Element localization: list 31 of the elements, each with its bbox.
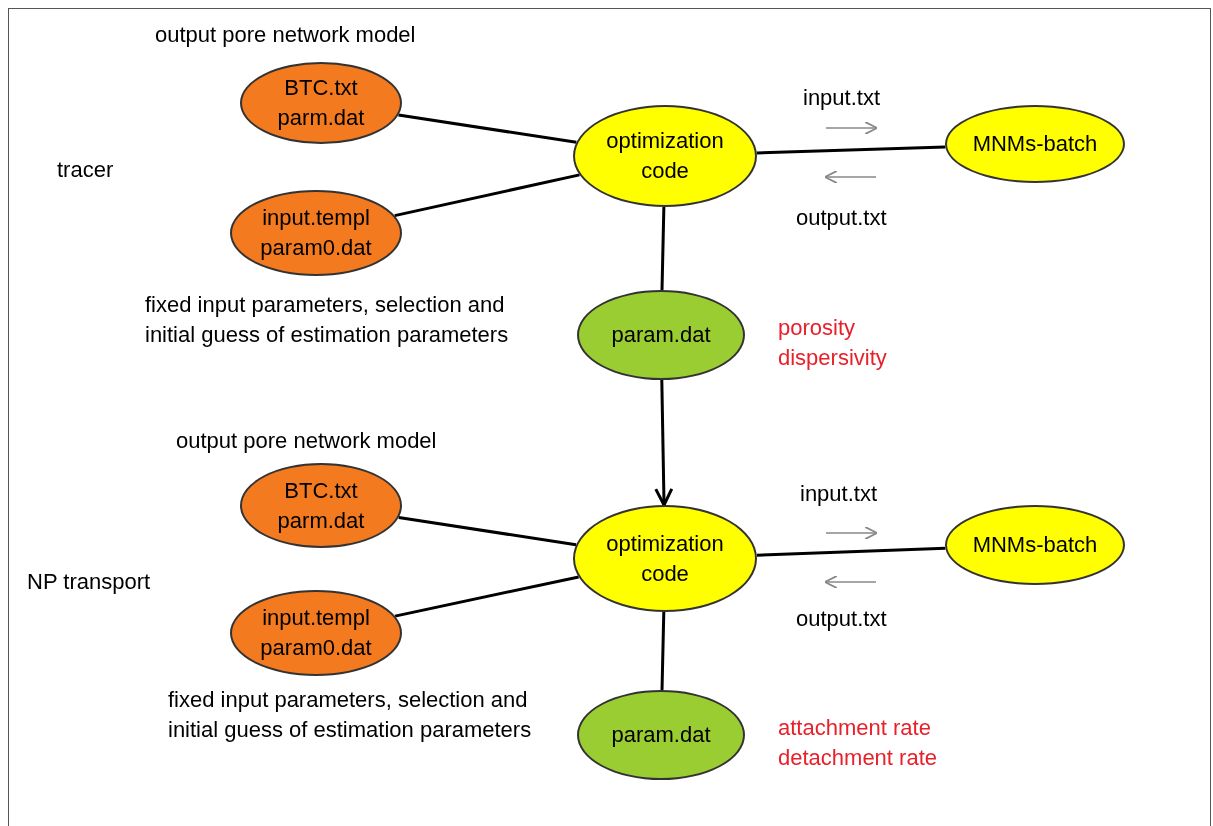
node-caption: porosity dispersivity bbox=[778, 314, 888, 372]
node-text: MNMs-batch bbox=[971, 130, 1099, 158]
node-caption: attachment rate detachment rate bbox=[778, 714, 938, 772]
node-text: optimization code bbox=[605, 529, 725, 588]
node-text: input.templ param0.dat bbox=[259, 604, 373, 662]
text-label: tracer bbox=[57, 156, 114, 184]
node-text: input.templ param0.dat bbox=[259, 204, 373, 262]
node-caption: fixed input parameters, selection and initial guess of estimation parameters bbox=[145, 291, 510, 349]
connector-line bbox=[660, 206, 666, 291]
node-caption: output pore network model bbox=[176, 427, 438, 455]
text-label: input.txt bbox=[800, 480, 878, 508]
node-text: optimization code bbox=[605, 127, 725, 185]
connector-line bbox=[394, 575, 579, 618]
node-text: BTC.txt parm.dat bbox=[276, 74, 366, 132]
text-label: NP transport bbox=[27, 568, 151, 596]
connector-line bbox=[660, 611, 666, 691]
connector-line bbox=[394, 173, 580, 218]
connector-line bbox=[398, 113, 577, 144]
text-label: output.txt bbox=[796, 204, 887, 232]
text-label: output.txt bbox=[796, 605, 887, 633]
connector-line bbox=[756, 546, 946, 557]
node-text: MNMs-batch bbox=[971, 531, 1099, 559]
node-text: param.dat bbox=[610, 321, 712, 349]
node-caption: output pore network model bbox=[155, 21, 417, 49]
arrow bbox=[654, 379, 674, 507]
node-text: BTC.txt parm.dat bbox=[276, 476, 366, 535]
node-text: param.dat bbox=[610, 721, 712, 749]
connector-line bbox=[398, 516, 577, 547]
node-caption: fixed input parameters, selection and initial guess of estimation parameters bbox=[168, 686, 533, 744]
text-label: input.txt bbox=[803, 84, 881, 112]
connector-line bbox=[756, 145, 946, 155]
